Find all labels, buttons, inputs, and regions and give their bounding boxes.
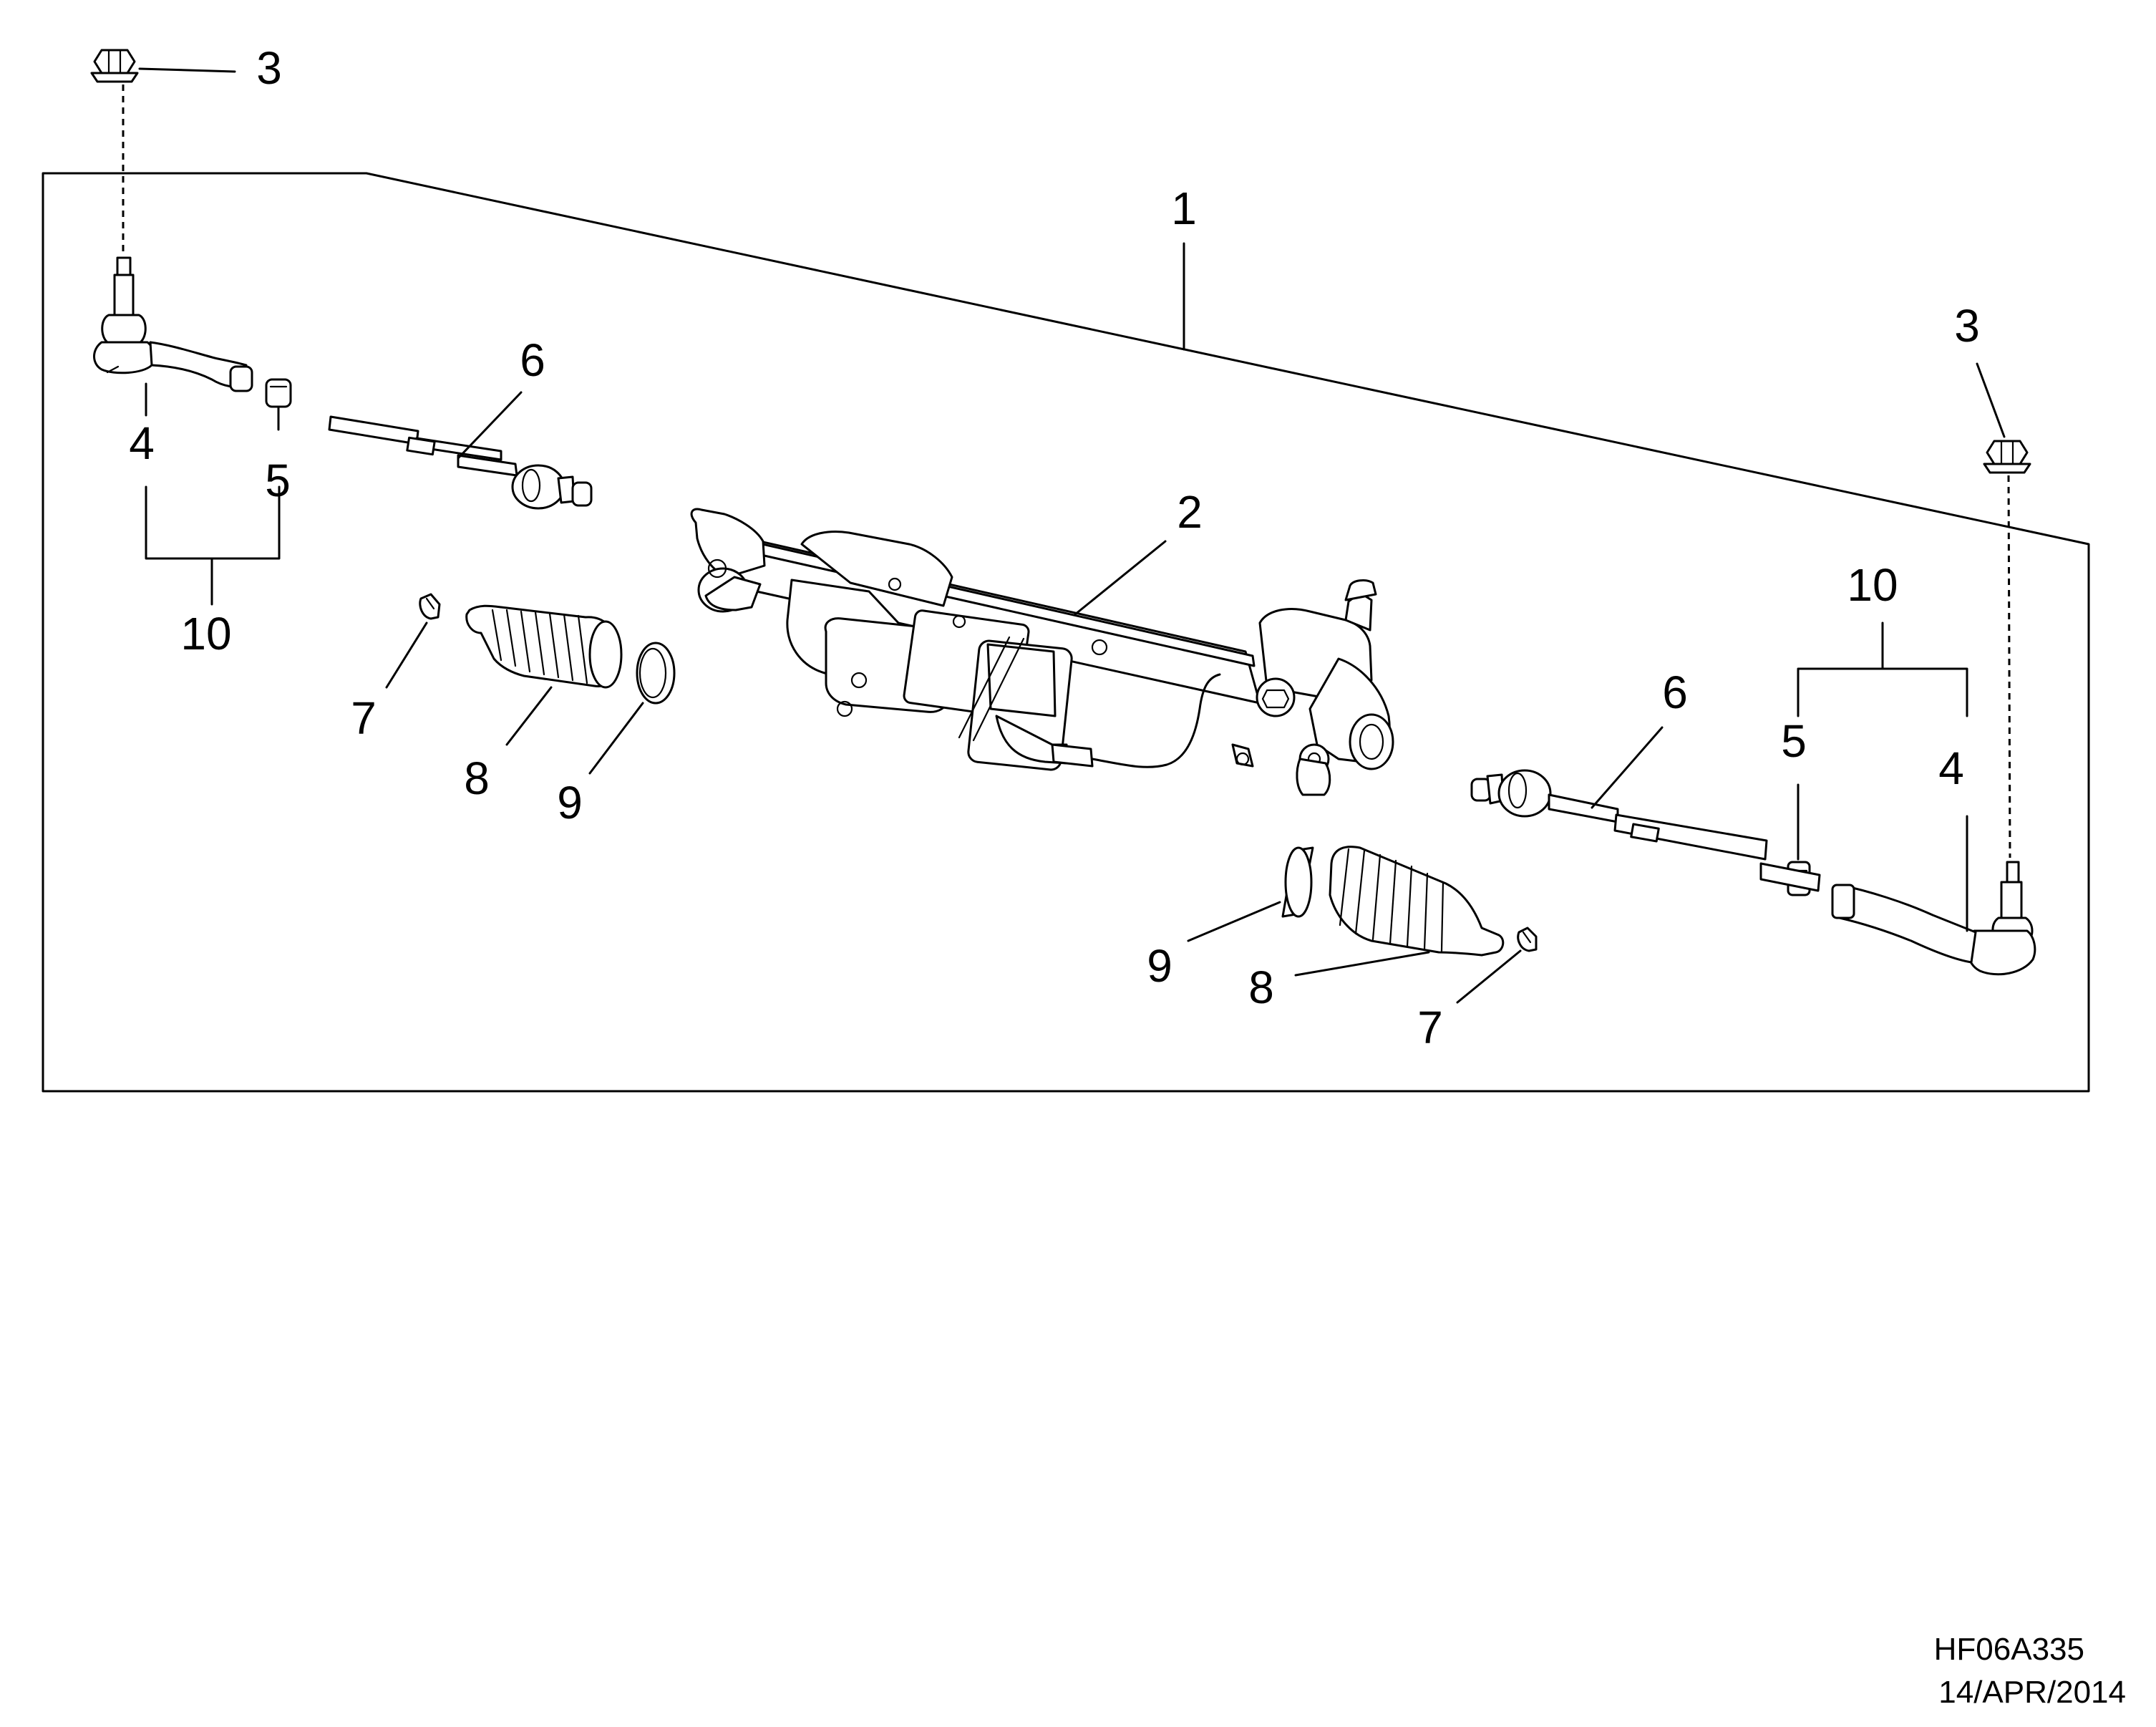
callout-3-left: 3 (256, 42, 282, 94)
left-tie-rod-end (93, 256, 253, 392)
callout-3-right: 3 (1954, 300, 1980, 352)
left-inner-tie-rod (328, 415, 593, 510)
callout-5-left: 5 (265, 455, 291, 506)
left-boot-ring (636, 642, 676, 705)
left-ring-leader (588, 702, 644, 775)
left-clamp-leader (385, 621, 428, 689)
callout-6-right: 6 (1662, 667, 1688, 718)
right-tie-rod-leader (1591, 726, 1664, 809)
steering-gear-leader (1074, 540, 1167, 616)
callout-4-right: 4 (1938, 742, 1964, 794)
callout-6-left: 6 (520, 334, 545, 386)
left-jam-nut (265, 378, 292, 408)
callout-10-right: 10 (1847, 559, 1898, 611)
drawing-code: HF06A335 (1934, 1632, 2084, 1667)
right-ring-leader (1187, 901, 1281, 942)
right-inner-tie-rod (1470, 769, 1821, 892)
right-flange-nut (1983, 440, 2031, 474)
callout-9-right: 9 (1147, 940, 1172, 992)
callout-7-left: 7 (351, 692, 377, 744)
callout-7-right: 7 (1417, 1002, 1443, 1053)
right-small-clamp (1517, 927, 1538, 952)
right-bracket-10 (1797, 667, 1968, 717)
left-nut-leader (138, 67, 236, 73)
left-rack-boot (465, 604, 623, 689)
callout-8-left: 8 (464, 753, 490, 804)
left-flange-nut (90, 49, 139, 83)
callout-10-left: 10 (180, 608, 231, 659)
callout-1: 1 (1171, 183, 1197, 234)
left-tie-rod-leader (457, 391, 523, 460)
right-boot-leader (1294, 951, 1430, 977)
drawing-date: 14/APR/2014 (1938, 1675, 2126, 1710)
callout-5-right: 5 (1781, 715, 1807, 767)
right-rack-boot (1329, 846, 1505, 957)
right-tie-rod-end (1831, 861, 2036, 976)
right-clamp-leader (1456, 949, 1522, 1004)
right-stud-dashed-line (2007, 475, 2011, 858)
steering-gear-housing (690, 508, 1394, 796)
callout-9-left: 9 (557, 777, 583, 828)
left-bracket-10-bottom (145, 485, 281, 560)
callout-8-right: 8 (1248, 962, 1274, 1013)
left-small-clamp (419, 593, 441, 620)
callout-2: 2 (1177, 486, 1203, 538)
assembly-boundary (42, 172, 2090, 1093)
left-boot-leader (505, 686, 553, 746)
right-nut-leader (1976, 362, 2006, 438)
right-boot-ring (1281, 846, 1314, 918)
callout-4-left: 4 (129, 417, 155, 469)
